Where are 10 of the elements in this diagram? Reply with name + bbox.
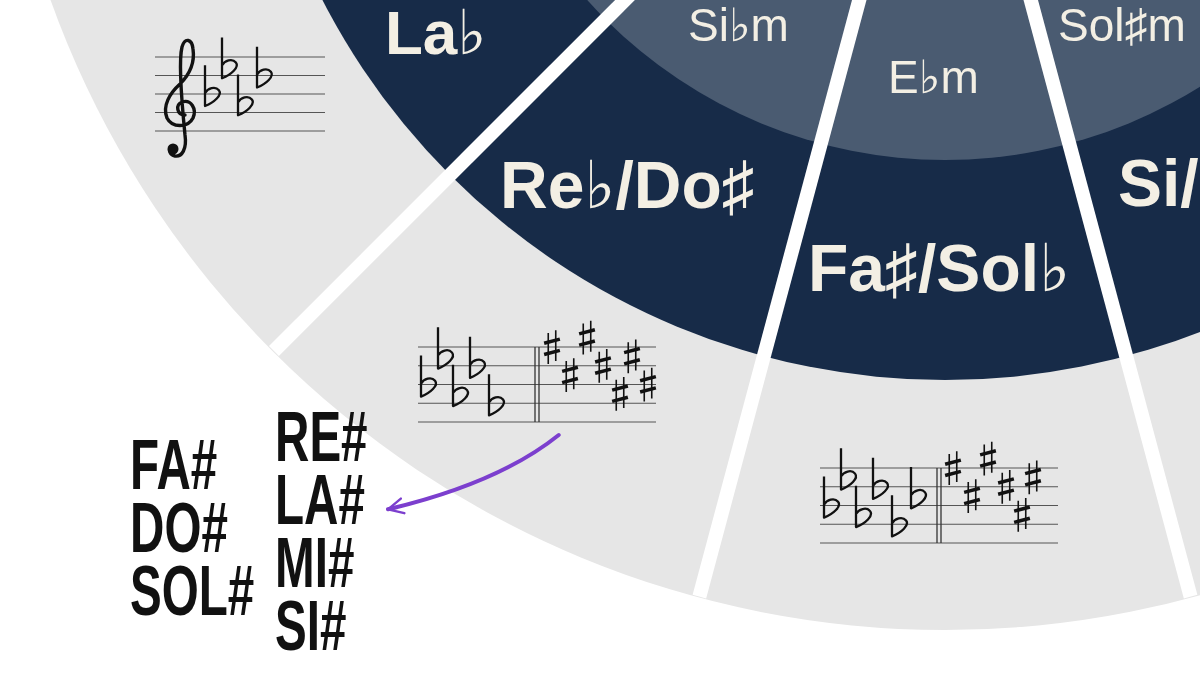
key-label: Re♭/Do♯ (500, 152, 755, 218)
key-label: Si♭m (688, 2, 789, 48)
key-label: E♭m (888, 54, 979, 100)
key-label: Si/ (1118, 150, 1199, 216)
key-label: La♭ (385, 2, 487, 64)
key-label: Sol♯m (1058, 2, 1186, 48)
note-name-list: RE# LA# MI# SI# (275, 406, 388, 658)
arrow (386, 433, 561, 515)
note-name-list: FA# DO# SOL# (130, 434, 255, 623)
key-label: Fa♯/Sol♭ (808, 235, 1071, 301)
